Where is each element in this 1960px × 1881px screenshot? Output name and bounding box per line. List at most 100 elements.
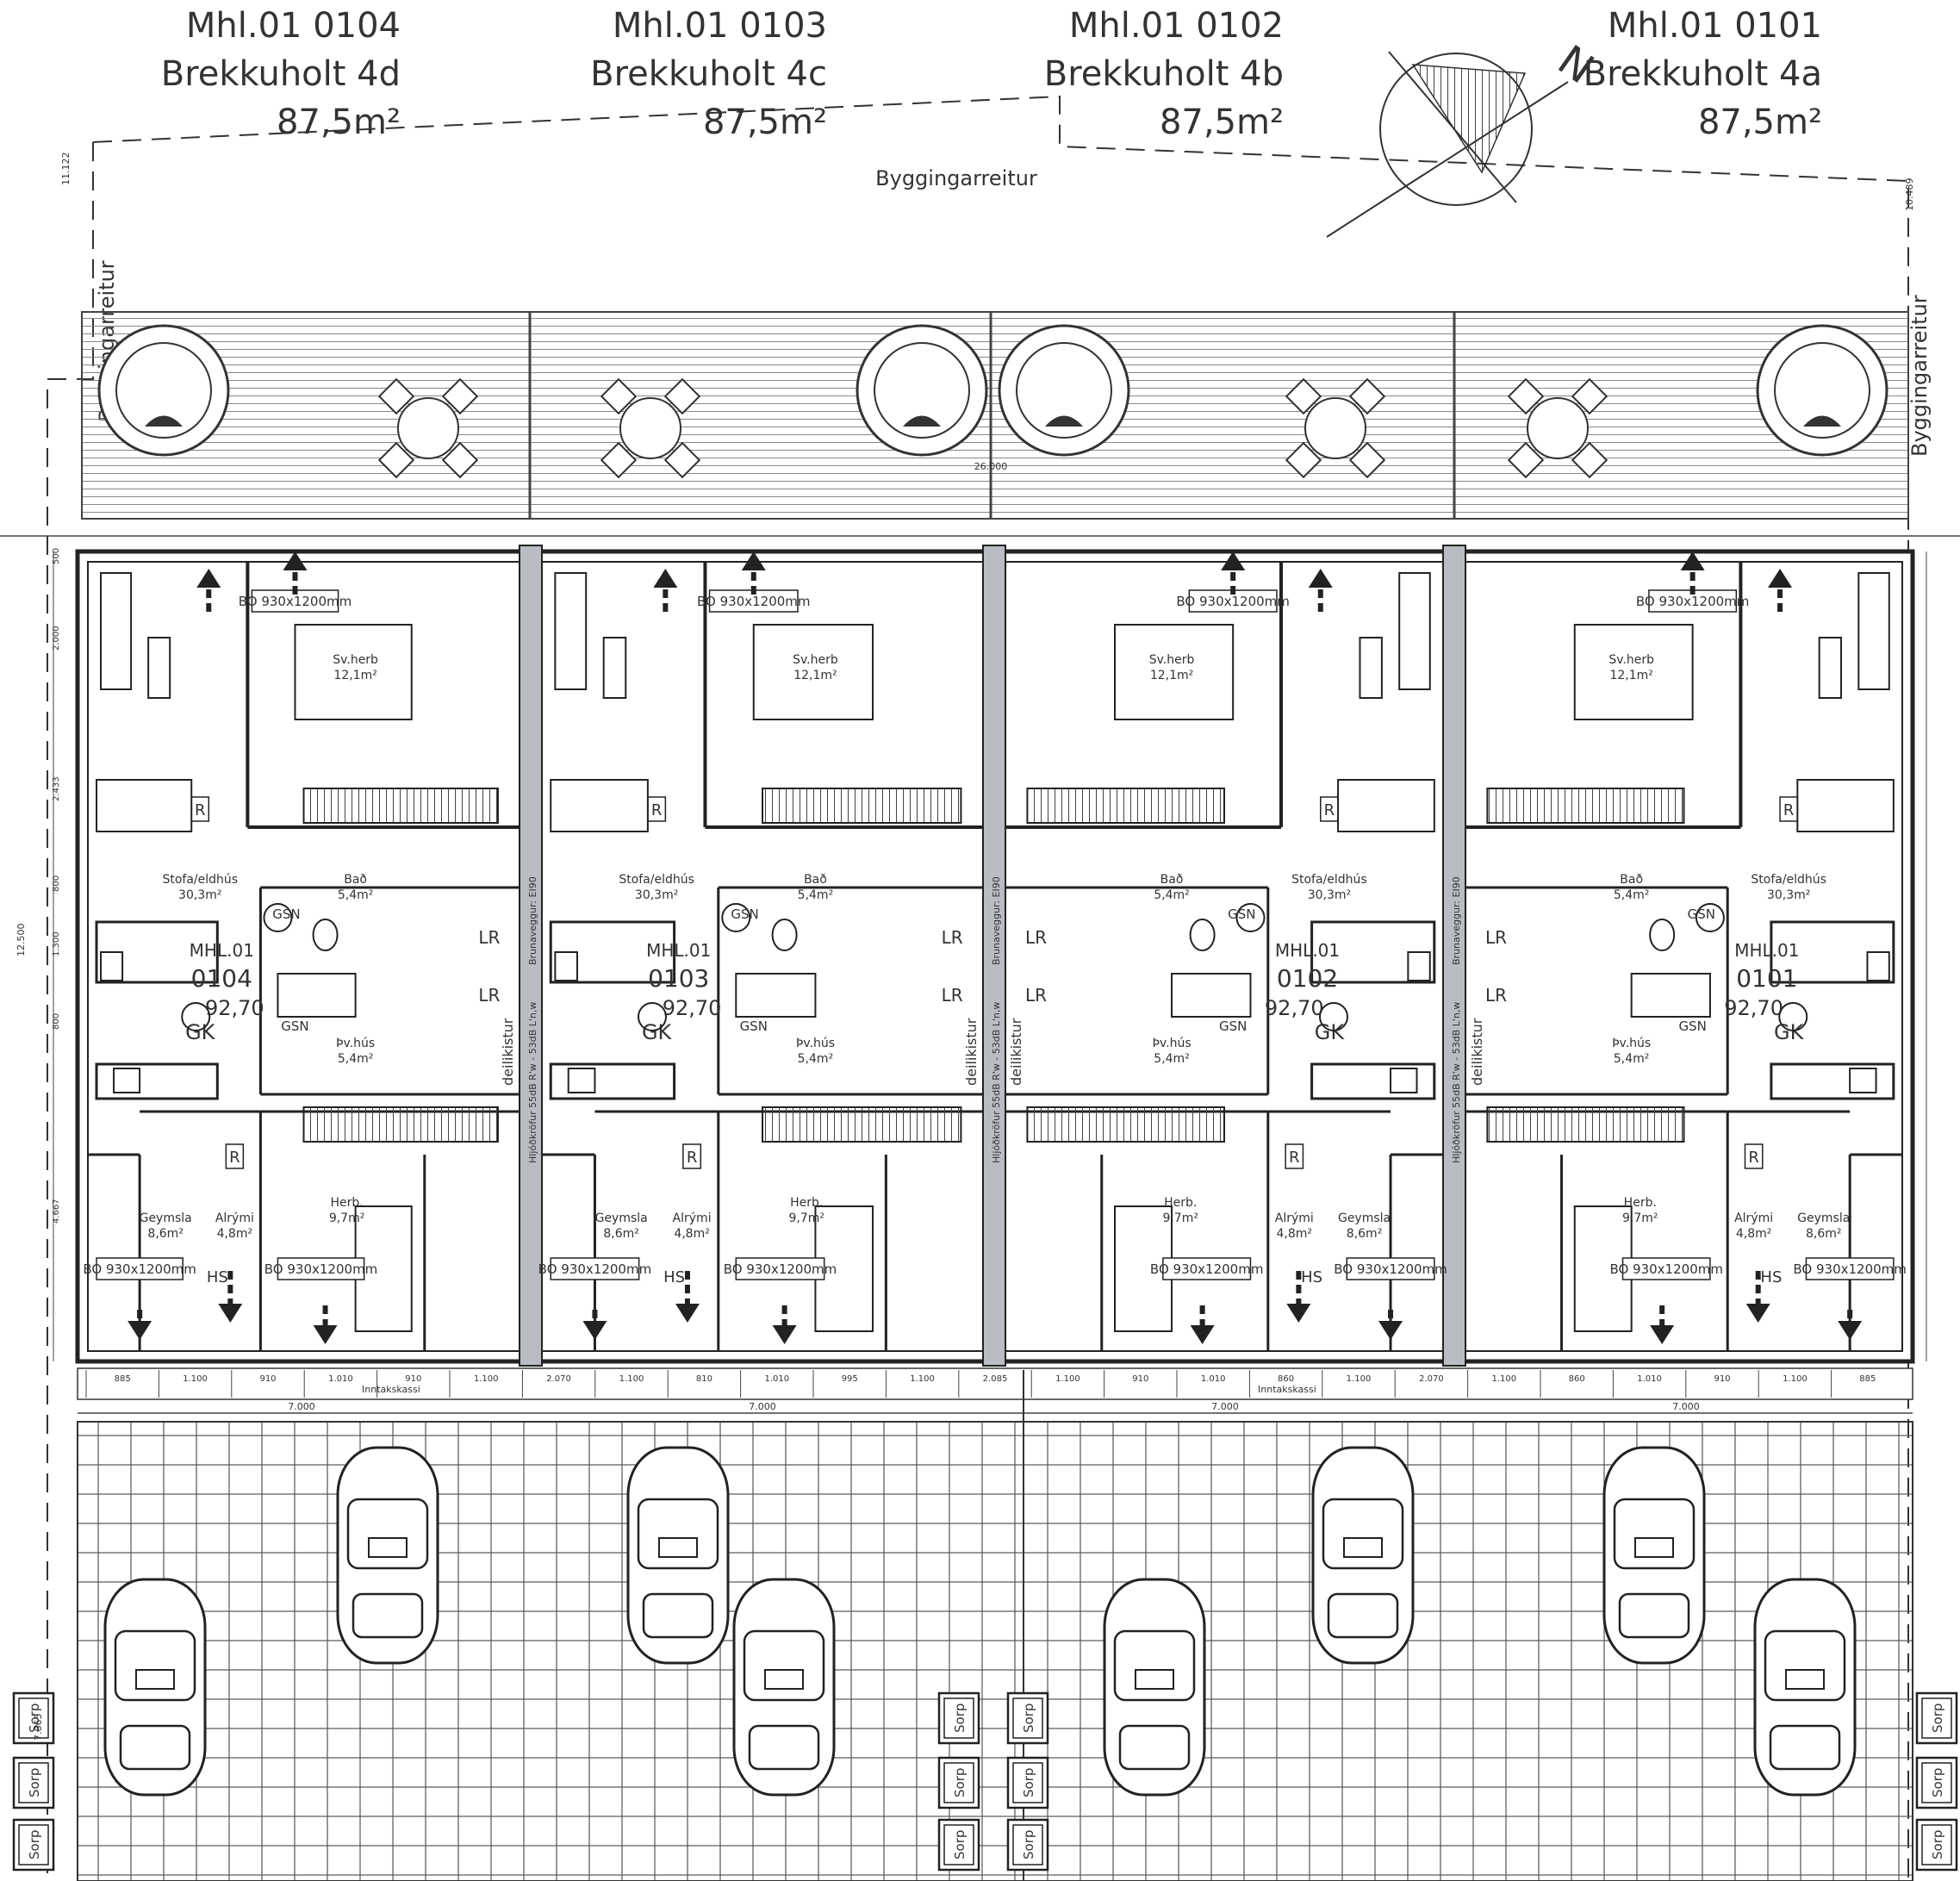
car-roof-marker — [368, 1537, 408, 1558]
bed-icon — [752, 624, 874, 720]
room-area-storage: 8,6m² — [1347, 1227, 1383, 1241]
car-icon — [626, 1446, 730, 1665]
coffee-table-icon — [602, 637, 627, 699]
waste-bin-icon: Sorp — [1006, 1691, 1049, 1745]
sorp-label: Sorp — [1930, 1703, 1945, 1733]
bin-inner — [943, 1824, 974, 1865]
unit-address: Brekkuholt 4c — [590, 54, 827, 94]
r-marker — [1285, 1143, 1304, 1169]
basin-icon — [263, 903, 293, 932]
sorp-label: Sorp — [952, 1768, 968, 1797]
arrow-head-icon — [1190, 1325, 1215, 1344]
sorp-label: Sorp — [1930, 1768, 1945, 1797]
escape-opening-label: BO 930x1200mm — [1150, 1261, 1264, 1277]
room-area-bedroom: 12,1m² — [1609, 669, 1652, 682]
front-dimension-value: 885 — [1859, 1374, 1876, 1384]
room-label-living: Stofa/eldhús — [619, 873, 694, 887]
unit-0101: Stofa/eldhús30,3m²Sv.herb12,1m²Bað5,4m²Þ… — [1465, 551, 1907, 1351]
room-area-bath: 5,4m² — [338, 888, 374, 902]
waste-bin-icon: Sorp — [1006, 1818, 1049, 1872]
unit-number: 0102 — [1277, 964, 1338, 993]
lr-tag: LR — [942, 927, 963, 948]
room-area-living: 30,3m² — [1308, 888, 1351, 902]
bin-outline — [12, 1691, 55, 1745]
r-marker — [1320, 796, 1339, 822]
escape-opening-tag — [1346, 1257, 1435, 1280]
coffee-table-icon — [147, 637, 171, 699]
sofa-icon — [100, 572, 133, 690]
car-rear-window — [1769, 1724, 1841, 1771]
room-area-storage: 8,6m² — [603, 1227, 639, 1241]
firewall-label: Brunaveggur: EI90 — [1451, 876, 1462, 965]
room-area-laundry: 5,4m² — [1154, 1052, 1190, 1066]
unit-area: 87,5m² — [1697, 103, 1822, 142]
unit-mhl-short: MHL.01 — [1734, 940, 1799, 961]
sink-icon — [1390, 1068, 1418, 1093]
car-rear-window — [352, 1592, 424, 1639]
sorp-label: Sorp — [952, 1703, 968, 1733]
bin-outline — [1915, 1756, 1958, 1809]
r-marker — [190, 796, 210, 822]
escape-opening-tag — [1621, 1257, 1711, 1280]
room-label-bedroom: Sv.herb — [1149, 653, 1195, 667]
sorp-label: Sorp — [27, 1703, 42, 1733]
room-label-room: Herb. — [1624, 1196, 1657, 1210]
r-label: R — [1324, 801, 1335, 819]
car-rear-window — [119, 1724, 191, 1771]
car-rear-window — [748, 1724, 820, 1771]
r-marker — [682, 1143, 702, 1169]
front-dimension-value: 1.100 — [183, 1374, 208, 1384]
front-dimension-value: 1.010 — [1201, 1374, 1226, 1384]
hs-tag: HS — [1760, 1268, 1782, 1286]
r-label: R — [1289, 1149, 1300, 1167]
arrow-head-icon — [1680, 551, 1705, 570]
bin-inner — [943, 1762, 974, 1803]
front-dimension-value: 2.070 — [546, 1374, 571, 1384]
room-label-hall: Alrými — [1734, 1211, 1773, 1225]
arrow-head-icon — [653, 569, 678, 588]
sorp-label: Sorp — [952, 1830, 968, 1859]
bin-outline — [12, 1818, 55, 1872]
front-dimension-value: 1.100 — [619, 1374, 644, 1384]
sofa-icon — [1398, 572, 1431, 690]
total-depth-dim: 12.500 — [16, 924, 27, 957]
front-dimension-value: 810 — [696, 1374, 712, 1384]
wardrobe-icon — [1486, 788, 1685, 824]
toilet-icon — [312, 919, 339, 951]
setback-right-dim: 10.489 — [1904, 178, 1915, 212]
room-area-laundry: 5,4m² — [798, 1052, 834, 1066]
waste-bin-icon: Sorp — [1915, 1818, 1958, 1872]
unit-area: 87,5m² — [1159, 103, 1284, 142]
hs-tag: HS — [1301, 1268, 1322, 1286]
sorp-label: Sorp — [27, 1830, 42, 1859]
room-label-room: Herb. — [1164, 1196, 1197, 1210]
arrow-head-icon — [1221, 551, 1246, 570]
arrow-head-icon — [1286, 1304, 1311, 1323]
bin-inner — [18, 1824, 49, 1865]
stove-icon — [554, 951, 578, 981]
bed-icon — [1114, 624, 1235, 720]
room-area-bath: 5,4m² — [1614, 888, 1650, 902]
bed-icon — [1573, 624, 1694, 720]
room-label-living: Stofa/eldhús — [1291, 873, 1367, 887]
car-icon — [1311, 1446, 1415, 1665]
left-dimension-value: 4.667 — [52, 1199, 61, 1224]
basin-icon — [1695, 903, 1725, 932]
firewall-3 — [1442, 545, 1466, 1367]
bin-outline — [12, 1756, 55, 1809]
escape-opening-label: BO 930x1200mm — [538, 1261, 652, 1277]
north-label: N — [1549, 36, 1602, 93]
stove-icon — [100, 951, 124, 981]
room-area-bedroom: 12,1m² — [333, 669, 376, 682]
wardrobe-icon — [1026, 1106, 1226, 1143]
elevation-marker-icon — [1319, 1002, 1348, 1031]
sink-icon — [567, 1068, 596, 1093]
unit-gk: GK — [1315, 1020, 1346, 1044]
front-dimension-value: 1.100 — [1347, 1374, 1372, 1384]
bin-inner — [1012, 1697, 1043, 1739]
front-dimension-value: 1.010 — [764, 1374, 789, 1384]
car-roof-marker — [1785, 1669, 1825, 1690]
building-boundary-label-right: Byggingarreitur — [1907, 295, 1932, 457]
